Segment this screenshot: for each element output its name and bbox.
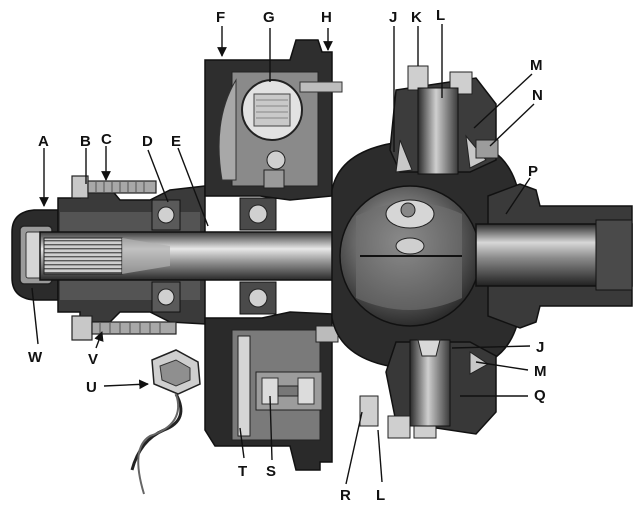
callout-w: W [28, 349, 43, 366]
input-bearing-front [151, 199, 181, 313]
callout-u: U [86, 379, 97, 396]
callout-k: K [411, 9, 422, 26]
callout-m-bottom: M [534, 363, 547, 380]
lower-adjuster [255, 371, 323, 411]
callout-q: Q [534, 387, 546, 404]
upper-bearing-ball [241, 79, 303, 141]
callout-r: R [340, 487, 351, 504]
callout-f: F [216, 9, 225, 26]
callout-t: T [238, 463, 247, 480]
callout-n: N [532, 87, 543, 104]
callout-m-top: M [530, 57, 543, 74]
callout-v: V [88, 351, 98, 368]
upper-pinion-assembly [389, 65, 499, 175]
callout-l-bottom: L [376, 487, 385, 504]
callout-j-bottom: J [536, 339, 544, 356]
callout-c: C [101, 131, 112, 148]
callout-j-top: J [389, 9, 397, 26]
callout-h: H [321, 9, 332, 26]
callout-a: A [38, 133, 49, 150]
leader-lines [31, 24, 535, 485]
hose-fitting [130, 349, 201, 495]
callout-g: G [263, 9, 275, 26]
callout-s: S [266, 463, 276, 480]
upper-flange-bolt [71, 175, 157, 199]
lower-brake-drum [237, 335, 251, 437]
input-bearing-rear [239, 197, 277, 315]
callout-p: P [528, 163, 538, 180]
lower-flange-bolt [71, 315, 177, 341]
callout-b: B [80, 133, 91, 150]
assembly-drawing [11, 39, 633, 495]
input-shaft-splines [43, 237, 123, 275]
callout-l-top: L [436, 7, 445, 24]
callout-labels: A B C D E F G H J K L M N P W V U T S R … [28, 7, 547, 504]
callout-d: D [142, 133, 153, 150]
callout-e: E [171, 133, 181, 150]
